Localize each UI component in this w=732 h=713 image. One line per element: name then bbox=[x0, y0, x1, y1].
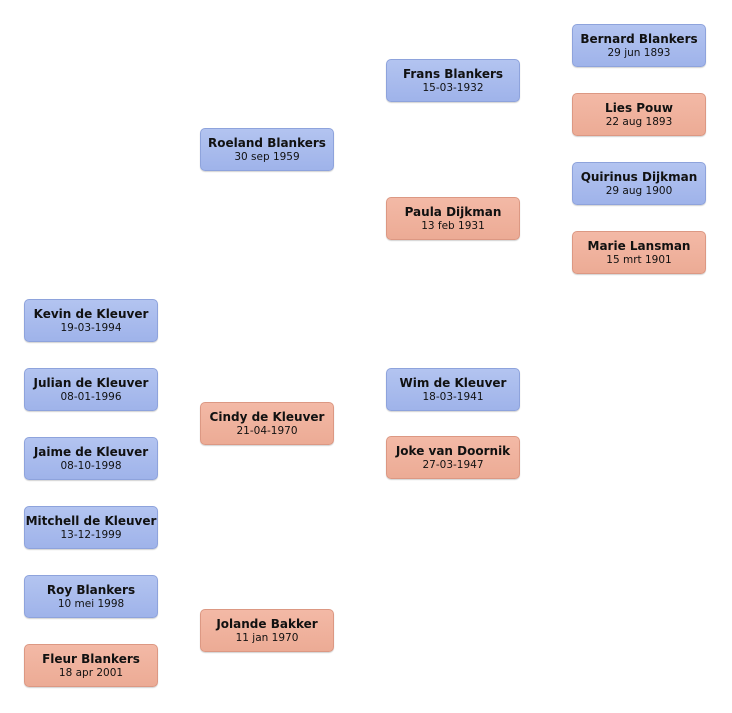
person-date: 22 aug 1893 bbox=[605, 115, 673, 128]
person-name: Roeland Blankers bbox=[208, 135, 326, 150]
person-card-lies-pouw[interactable]: Lies Pouw 22 aug 1893 bbox=[572, 93, 706, 136]
person-name: Joke van Doornik bbox=[395, 443, 511, 458]
person-date: 08-01-1996 bbox=[60, 390, 122, 403]
person-card-marie-lansman[interactable]: Marie Lansman 15 mrt 1901 bbox=[572, 231, 706, 274]
person-card-roy-blankers[interactable]: Roy Blankers 10 mei 1998 bbox=[24, 575, 158, 618]
person-date: 30 sep 1959 bbox=[234, 150, 300, 163]
person-card-julian-de-kleuver[interactable]: Julian de Kleuver 08-01-1996 bbox=[24, 368, 158, 411]
person-card-roeland-blankers[interactable]: Roeland Blankers 30 sep 1959 bbox=[200, 128, 334, 171]
person-card-bernard-blankers[interactable]: Bernard Blankers 29 jun 1893 bbox=[572, 24, 706, 67]
person-card-fleur-blankers[interactable]: Fleur Blankers 18 apr 2001 bbox=[24, 644, 158, 687]
person-name: Wim de Kleuver bbox=[399, 375, 507, 390]
person-date: 11 jan 1970 bbox=[235, 631, 299, 644]
person-name: Jolande Bakker bbox=[216, 616, 318, 631]
person-card-wim-de-kleuver[interactable]: Wim de Kleuver 18-03-1941 bbox=[386, 368, 520, 411]
person-card-joke-van-doornik[interactable]: Joke van Doornik 27-03-1947 bbox=[386, 436, 520, 479]
person-name: Jaime de Kleuver bbox=[33, 444, 149, 459]
person-date: 29 aug 1900 bbox=[605, 184, 673, 197]
person-date: 29 jun 1893 bbox=[607, 46, 671, 59]
person-date: 15-03-1932 bbox=[422, 81, 484, 94]
person-name: Quirinus Dijkman bbox=[580, 169, 698, 184]
person-card-mitchell-de-kleuver[interactable]: Mitchell de Kleuver 13-12-1999 bbox=[24, 506, 158, 549]
person-card-jolande-bakker[interactable]: Jolande Bakker 11 jan 1970 bbox=[200, 609, 334, 652]
person-date: 19-03-1994 bbox=[60, 321, 122, 334]
person-date: 13-12-1999 bbox=[60, 528, 122, 541]
person-name: Lies Pouw bbox=[605, 100, 673, 115]
person-card-kevin-de-kleuver[interactable]: Kevin de Kleuver 19-03-1994 bbox=[24, 299, 158, 342]
person-date: 13 feb 1931 bbox=[421, 219, 485, 232]
person-name: Marie Lansman bbox=[587, 238, 691, 253]
person-name: Kevin de Kleuver bbox=[33, 306, 149, 321]
person-card-jaime-de-kleuver[interactable]: Jaime de Kleuver 08-10-1998 bbox=[24, 437, 158, 480]
person-date: 18 apr 2001 bbox=[58, 666, 124, 679]
person-card-cindy-de-kleuver[interactable]: Cindy de Kleuver 21-04-1970 bbox=[200, 402, 334, 445]
person-date: 27-03-1947 bbox=[422, 458, 484, 471]
person-date: 15 mrt 1901 bbox=[606, 253, 672, 266]
person-card-paula-dijkman[interactable]: Paula Dijkman 13 feb 1931 bbox=[386, 197, 520, 240]
person-name: Fleur Blankers bbox=[42, 651, 140, 666]
person-name: Mitchell de Kleuver bbox=[25, 513, 157, 528]
person-date: 18-03-1941 bbox=[422, 390, 484, 403]
person-card-quirinus-dijkman[interactable]: Quirinus Dijkman 29 aug 1900 bbox=[572, 162, 706, 205]
person-card-frans-blankers[interactable]: Frans Blankers 15-03-1932 bbox=[386, 59, 520, 102]
person-name: Paula Dijkman bbox=[404, 204, 502, 219]
person-name: Cindy de Kleuver bbox=[209, 409, 325, 424]
person-date: 21-04-1970 bbox=[236, 424, 298, 437]
person-name: Bernard Blankers bbox=[580, 31, 698, 46]
person-name: Frans Blankers bbox=[402, 66, 504, 81]
person-date: 08-10-1998 bbox=[60, 459, 122, 472]
person-name: Roy Blankers bbox=[46, 582, 136, 597]
person-date: 10 mei 1998 bbox=[57, 597, 125, 610]
person-name: Julian de Kleuver bbox=[33, 375, 149, 390]
